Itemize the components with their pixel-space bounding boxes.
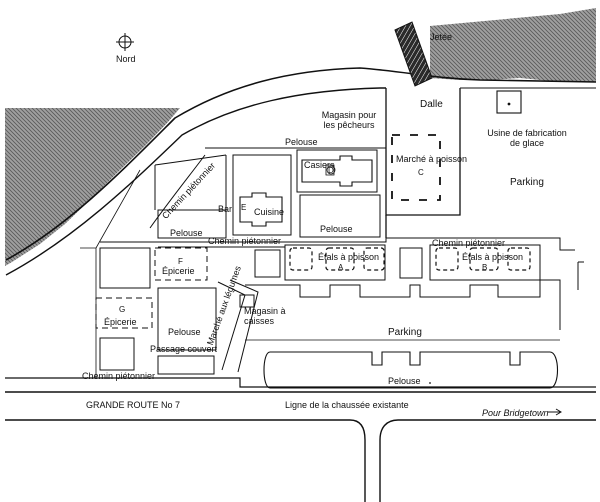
lockers-label: Casiers	[304, 160, 335, 170]
kitchen-marker: E	[241, 203, 247, 212]
fish-market-marker: C	[418, 168, 424, 177]
stall-separator	[254, 249, 281, 278]
left-walk-lines	[154, 154, 227, 238]
crate-store-block	[239, 294, 255, 308]
parking-lower-label: Parking	[388, 327, 422, 338]
crate-store-label: Magasin à caisses	[244, 306, 286, 326]
kitchen-label: Cuisine	[254, 207, 285, 217]
bridgetown-arrow	[548, 408, 562, 416]
lawn-center-block	[299, 194, 381, 238]
seawall-curve	[5, 87, 386, 276]
lawn-top-label: Pelouse	[285, 137, 318, 147]
grocery-g-label: Épicerie	[104, 317, 137, 327]
fishermen-store-label: Magasin pour les pêcheurs	[321, 110, 377, 130]
stalls-b-marker: B	[482, 263, 488, 272]
stall-dashes	[289, 247, 531, 271]
lockers-marker: D	[328, 166, 334, 175]
bar-kitchen-block	[232, 154, 292, 236]
fish-market-dashed	[391, 134, 441, 201]
stalls-a-marker: A	[338, 263, 344, 272]
highway-label: GRANDE ROUTE No 7	[86, 400, 181, 410]
grocery-g-block	[95, 297, 153, 329]
road-edge-label: Ligne de la chaussée existante	[285, 400, 409, 410]
covered-passage-label: Passage couvert	[150, 344, 218, 354]
path-middle-right-label: Chemin piétonnier	[432, 238, 506, 248]
dock-label: Dalle	[420, 99, 443, 110]
lawn-lower-block	[157, 287, 217, 351]
bar-label: Bar	[218, 204, 233, 214]
left-side-road	[80, 169, 141, 378]
site-lower-boundary	[5, 377, 596, 388]
parking-lower-outline	[263, 351, 559, 389]
parking-right-label: Parking	[510, 177, 544, 188]
to-bridgetown-label: Pour Bridgetown	[482, 408, 549, 418]
lawn-lower-label: Pelouse	[168, 327, 201, 337]
path-middle-left-label: Chemin piétonnier	[208, 236, 282, 246]
stalls-row-left	[284, 244, 386, 281]
grocery-f-label: Épicerie	[162, 266, 195, 276]
stalls-a-label: Étals à poisson	[318, 252, 380, 262]
grocery-f-dashed	[154, 247, 208, 281]
grocery-g-marker: G	[119, 305, 126, 314]
grocery-f-marker: F	[178, 257, 183, 266]
fishermen-store-block	[296, 149, 378, 193]
stalls-row-right	[429, 244, 541, 281]
lower-site-outline	[245, 279, 561, 330]
jetty	[394, 21, 433, 87]
sea-area-right	[430, 8, 596, 82]
ice-plant-label: Usine de fabrication de glace	[487, 128, 567, 148]
stalls-b-label: Étals à poisson	[462, 252, 524, 262]
north-label: Nord	[116, 54, 136, 64]
diagonal-path-outer	[149, 154, 206, 229]
fishermen-store-building	[301, 155, 373, 187]
ice-plant-building	[496, 90, 522, 114]
fish-market-label: Marché à poisson	[396, 154, 468, 164]
jetty-label: Jetée	[430, 32, 453, 42]
lawn-left-label: Pelouse	[170, 228, 203, 238]
path-bottom-label: Chemin piétonnier	[82, 371, 156, 381]
lawn-center-label: Pelouse	[320, 224, 353, 234]
north-compass	[116, 33, 134, 51]
stalls-center-box	[399, 247, 423, 279]
dock-outline	[385, 88, 461, 216]
covered-passage-strip	[157, 355, 215, 375]
highway-bottom-line	[5, 419, 596, 502]
kitchen-building	[239, 192, 283, 227]
lawn-bottom-label: Pelouse	[388, 376, 421, 386]
middle-walk-upper-line	[100, 237, 575, 251]
covered-passage-block	[99, 337, 135, 371]
grocery-f-block	[99, 247, 151, 289]
sea-area-left	[5, 108, 180, 266]
